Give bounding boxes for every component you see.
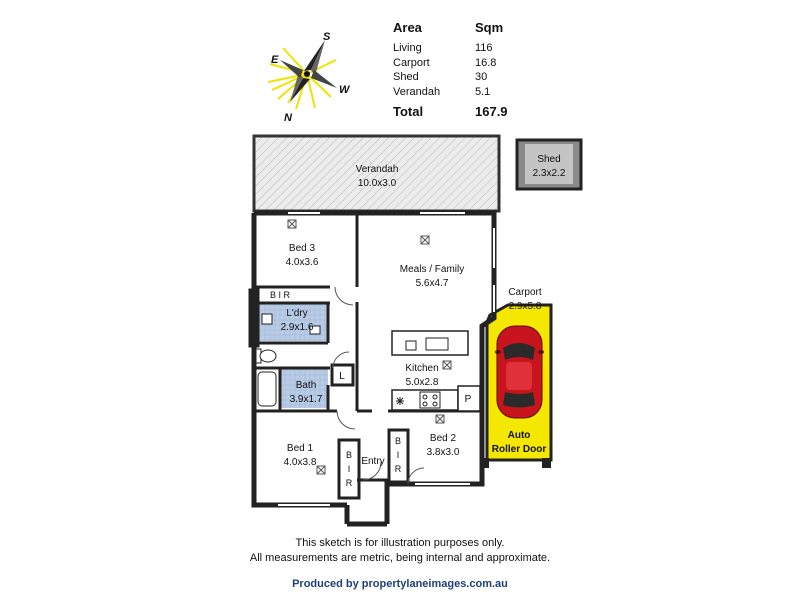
area-row-name: Carport — [393, 56, 430, 69]
pantry-label: P — [465, 394, 472, 405]
total-value: 167.9 — [475, 104, 508, 119]
bir1-r: R — [346, 478, 353, 488]
area-row-value: 30 — [475, 71, 488, 83]
bir1-i: I — [348, 464, 351, 474]
area-header: Area — [393, 20, 422, 35]
entry-label: Entry — [361, 456, 384, 467]
area-row: Shed 30 — [393, 71, 523, 86]
light-fittings — [287, 219, 452, 475]
laundry-label: L'dry — [286, 308, 307, 319]
bed1-label: Bed 1 — [287, 443, 314, 454]
bathtub-icon — [257, 371, 277, 407]
shed-interior — [525, 144, 573, 184]
roller-door-label-2: Roller Door — [492, 444, 547, 455]
shed-label: Shed — [537, 154, 560, 165]
bir2-r: R — [395, 464, 402, 474]
kitchen-label: Kitchen — [405, 363, 438, 374]
linen-label: L — [339, 371, 345, 382]
bed2-dims: 3.8x3.0 — [427, 447, 460, 458]
sqm-header: Sqm — [475, 20, 504, 35]
area-row-name: Shed — [393, 71, 419, 83]
vanity-icon — [309, 325, 321, 335]
cooktop-icon — [419, 391, 441, 409]
total-label: Total — [393, 104, 424, 119]
kitchen-dims: 5.0x2.8 — [406, 377, 439, 388]
compass-e: E — [271, 54, 279, 66]
bath-label: Bath — [296, 380, 317, 391]
toilet-icon — [255, 348, 277, 364]
carport-dims: 2.9x5.8 — [509, 301, 542, 312]
compass-w: W — [339, 84, 351, 96]
interior-walls — [254, 213, 482, 500]
area-row: Carport 16.8 — [393, 57, 523, 72]
bath-dims: 3.9x1.7 — [290, 394, 323, 405]
area-row-value: 5.1 — [475, 85, 491, 98]
area-row-value: 116 — [475, 42, 493, 54]
verandah-label: Verandah — [356, 164, 399, 175]
sink-icon — [425, 337, 449, 351]
bed1-dims: 4.0x3.8 — [284, 457, 317, 468]
bath-floor — [280, 368, 328, 408]
kitchen-bench — [391, 330, 481, 412]
compass-n: N — [284, 112, 293, 124]
area-row: Living 116 — [393, 42, 523, 57]
bed3-label: Bed 3 — [289, 243, 316, 254]
bir-top-label: B I R — [270, 290, 291, 300]
meals-family-label: Meals / Family — [400, 264, 464, 275]
laundry-dims: 2.9x1.6 — [281, 322, 314, 333]
meals-family-dims: 5.6x4.7 — [416, 278, 449, 289]
disclaimer-line-1: This sketch is for illustration purposes… — [295, 537, 505, 549]
compass-icon: S W N E — [267, 31, 351, 124]
area-row-name: Living — [393, 42, 422, 54]
laundry-tub-icon — [261, 313, 273, 325]
bir2-i: I — [397, 450, 400, 460]
doors — [332, 286, 425, 485]
fan-icon — [396, 397, 404, 405]
area-table: Area Sqm Living 116 Carport 16.8 Shed 30… — [393, 20, 523, 124]
bir1-b: B — [346, 450, 352, 460]
area-row-name: Verandah — [393, 85, 441, 98]
car-icon — [495, 325, 544, 419]
stove-icon — [405, 340, 417, 351]
verandah-dims: 10.0x3.0 — [358, 178, 397, 189]
disclaimer-line-2: All measurements are metric, being inter… — [249, 552, 551, 564]
shed-dims: 2.3x2.2 — [533, 168, 566, 179]
roller-door-label-1: Auto — [508, 430, 531, 441]
area-row: Verandah 5.1 — [393, 86, 523, 101]
verandah — [252, 134, 501, 213]
bir2-b: B — [395, 436, 401, 446]
bed3-dims: 4.0x3.6 — [286, 257, 319, 268]
carport-label: Carport — [508, 287, 542, 298]
area-row-value: 16.8 — [475, 56, 497, 69]
credit: Produced by propertylaneimages.com.au — [292, 578, 508, 590]
bed2-label: Bed 2 — [430, 433, 457, 444]
compass-s: S — [323, 31, 331, 43]
